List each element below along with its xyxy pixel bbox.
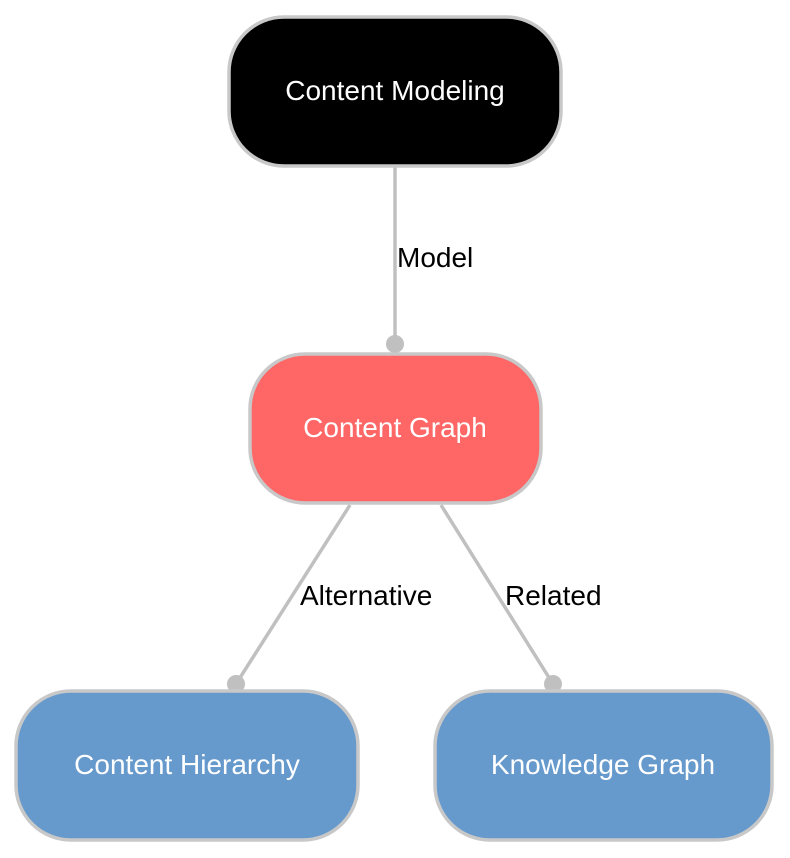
node-content-graph[interactable]: Content Graph bbox=[248, 352, 543, 505]
node-knowledge-graph-box[interactable] bbox=[433, 689, 774, 842]
node-knowledge-graph-label: Knowledge Graph bbox=[491, 749, 715, 780]
edge-model-arrowhead bbox=[386, 335, 404, 353]
node-content-modeling-label: Content Modeling bbox=[285, 75, 504, 106]
edge-alternative: Alternative bbox=[227, 504, 432, 693]
node-content-modeling[interactable]: Content Modeling bbox=[227, 15, 563, 168]
node-content-hierarchy-label: Content Hierarchy bbox=[74, 749, 300, 780]
node-content-graph-label: Content Graph bbox=[303, 412, 487, 443]
edge-model: Model bbox=[386, 167, 473, 353]
node-content-graph-box[interactable] bbox=[248, 352, 543, 505]
edge-alternative-arrowhead bbox=[227, 675, 245, 693]
edge-related-line bbox=[439, 504, 555, 685]
edge-alternative-line bbox=[234, 504, 352, 685]
node-content-hierarchy[interactable]: Content Hierarchy bbox=[14, 689, 360, 842]
node-content-modeling-box[interactable] bbox=[227, 15, 563, 168]
node-content-hierarchy-box[interactable] bbox=[14, 689, 360, 842]
edge-related-label: Related bbox=[505, 580, 602, 611]
edge-alternative-label: Alternative bbox=[300, 580, 432, 611]
edge-model-label: Model bbox=[397, 242, 473, 273]
node-knowledge-graph[interactable]: Knowledge Graph bbox=[433, 689, 774, 842]
edge-related-arrowhead bbox=[544, 675, 562, 693]
edge-related: Related bbox=[439, 504, 602, 693]
